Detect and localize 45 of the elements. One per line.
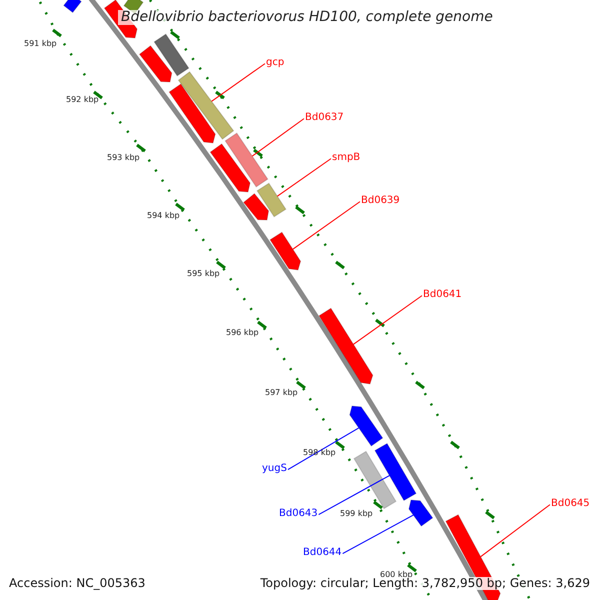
gene-feature — [256, 182, 287, 218]
gene-feature — [63, 0, 82, 14]
gene-feature — [349, 405, 384, 447]
gene-feature — [178, 71, 234, 140]
scale-label: 594 kbp — [147, 212, 180, 221]
leader-line — [352, 295, 422, 345]
scale-label: 598 kbp — [303, 449, 336, 458]
footer-text: Accession: NC_005363 — [9, 576, 146, 590]
gene-feature — [168, 83, 216, 144]
gene-label: Bd0637 — [305, 112, 344, 123]
leader-line — [480, 504, 550, 558]
gene-feature — [210, 143, 251, 193]
gene-feature — [154, 33, 190, 77]
scale-label: 599 kbp — [340, 510, 373, 519]
gene-feature — [269, 232, 302, 271]
leader-line — [252, 118, 304, 157]
gene-feature — [374, 442, 417, 502]
gene-label: Bd0645 — [551, 498, 590, 509]
gene-feature — [242, 192, 270, 220]
gene-label: yugS — [262, 463, 287, 474]
leader-line — [276, 158, 332, 197]
scale-label: 596 kbp — [226, 329, 259, 338]
gene-feature — [408, 499, 434, 527]
gene-feature — [224, 132, 268, 188]
leader-line — [211, 63, 266, 102]
gene-feature — [353, 450, 397, 510]
gene-label: smpB — [332, 152, 360, 163]
leader-line — [292, 201, 360, 250]
gene-label: Bd0643 — [279, 508, 318, 519]
scale-label: 597 kbp — [265, 389, 298, 398]
gene-label: gcp — [266, 57, 284, 68]
leader-line — [287, 428, 360, 470]
leader-line — [318, 475, 390, 516]
scale-label: 600 kbp — [380, 571, 413, 579]
leader-line — [342, 514, 414, 554]
gene-label: Bd0644 — [303, 547, 342, 558]
scale-label: 595 kbp — [187, 270, 220, 279]
footer-text: Topology: circular; Length: 3,782,950 bp; Genes: 3,629 — [260, 576, 590, 590]
gene-feature — [138, 45, 172, 83]
gene-label: Bd0639 — [361, 195, 400, 206]
gene-feature — [318, 308, 374, 385]
scale-label: 592 kbp — [66, 96, 99, 105]
scale-label: 591 kbp — [24, 40, 57, 49]
scale-label: 593 kbp — [107, 154, 140, 163]
gene-label: Bd0641 — [423, 289, 462, 300]
